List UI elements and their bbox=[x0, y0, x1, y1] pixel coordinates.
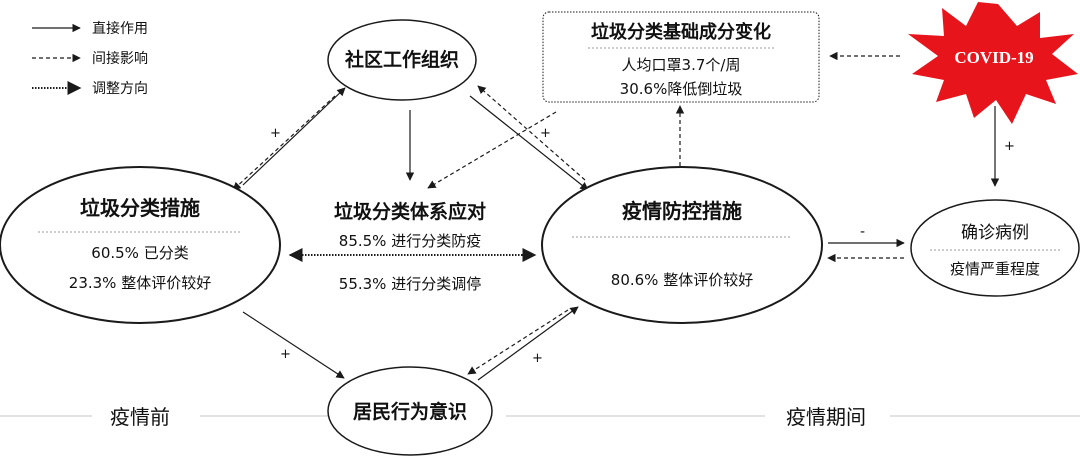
node-sorting-measures: 垃圾分类措施 60.5% 已分类 23.3% 整体评价较好 bbox=[0, 166, 281, 324]
legend: 直接作用 间接影响 调整方向 bbox=[32, 20, 148, 97]
node-community-shape bbox=[327, 19, 477, 101]
timeline-before-label: 疫情前 bbox=[110, 405, 170, 429]
timeline-during-label: 疫情期间 bbox=[786, 405, 866, 429]
node-system-response: 垃圾分类体系应对 85.5% 进行分类防疫 55.3% 进行分类调停 bbox=[334, 200, 486, 293]
node-resident-shape bbox=[327, 366, 493, 456]
node-base-change-line1: 人均口罩3.7个/周 bbox=[622, 56, 741, 74]
sign-resident-control: + bbox=[532, 351, 543, 366]
sign-control-confirmed: - bbox=[860, 224, 865, 240]
legend-direct-label: 直接作用 bbox=[92, 20, 148, 37]
arrow-sorting-to-resident bbox=[242, 311, 345, 379]
node-epidemic-control-shape bbox=[541, 166, 823, 324]
node-system-response-line2: 55.3% 进行分类调停 bbox=[339, 275, 481, 293]
node-community-title: 社区工作组织 bbox=[344, 48, 459, 71]
arrow-control-to-resident bbox=[467, 309, 569, 375]
node-system-response-line1: 85.5% 进行分类防疫 bbox=[339, 232, 481, 250]
node-resident: 居民行为意识 bbox=[327, 366, 493, 456]
node-sorting-measures-line1: 60.5% 已分类 bbox=[91, 244, 188, 262]
node-confirmed-line1: 疫情严重程度 bbox=[950, 260, 1040, 278]
node-epidemic-control-line1: 80.6% 整体评价较好 bbox=[611, 271, 753, 289]
node-confirmed-title: 确诊病例 bbox=[961, 223, 1029, 243]
legend-indirect-label: 间接影响 bbox=[92, 50, 148, 67]
node-epidemic-control-title: 疫情防控措施 bbox=[622, 199, 742, 223]
sign-covid-confirmed: + bbox=[1004, 139, 1015, 154]
arrow-resident-to-control bbox=[477, 306, 579, 381]
node-confirmed: 确诊病例 疫情严重程度 bbox=[910, 199, 1080, 297]
timeline: 疫情前 疫情期间 bbox=[0, 405, 1080, 429]
node-resident-title: 居民行为意识 bbox=[353, 400, 467, 423]
node-epidemic-control: 疫情防控措施 80.6% 整体评价较好 bbox=[541, 166, 823, 324]
node-covid-title: COVID-19 bbox=[954, 48, 1033, 67]
node-covid: COVID-19 bbox=[908, 2, 1078, 124]
node-system-response-title: 垃圾分类体系应对 bbox=[334, 200, 486, 223]
node-base-change: 垃圾分类基础成分变化 人均口罩3.7个/周 30.6%降低倒垃圾 bbox=[542, 11, 820, 103]
arrow-community-to-control bbox=[469, 95, 589, 191]
covid-starburst-shape bbox=[908, 2, 1078, 124]
node-confirmed-shape bbox=[910, 199, 1080, 297]
arrow-control-to-community bbox=[477, 85, 586, 181]
sign-community-sorting: + bbox=[270, 126, 281, 141]
node-base-change-title: 垃圾分类基础成分变化 bbox=[591, 21, 771, 43]
node-base-change-line2: 30.6%降低倒垃圾 bbox=[620, 80, 743, 98]
legend-adjust-label: 调整方向 bbox=[92, 81, 148, 97]
node-base-change-shape bbox=[542, 11, 820, 103]
arrow-community-to-sorting bbox=[232, 95, 336, 191]
node-sorting-measures-title: 垃圾分类措施 bbox=[80, 196, 200, 220]
sign-community-base: + bbox=[540, 126, 551, 141]
node-community: 社区工作组织 bbox=[327, 19, 477, 101]
arrows: + + + - + + bbox=[232, 51, 1015, 381]
sign-sorting-resident: + bbox=[280, 347, 291, 362]
node-sorting-measures-shape bbox=[0, 166, 281, 324]
node-sorting-measures-line2: 23.3% 整体评价较好 bbox=[69, 274, 211, 292]
arrow-base-to-system bbox=[427, 111, 557, 189]
arrow-sorting-to-community bbox=[242, 87, 346, 186]
